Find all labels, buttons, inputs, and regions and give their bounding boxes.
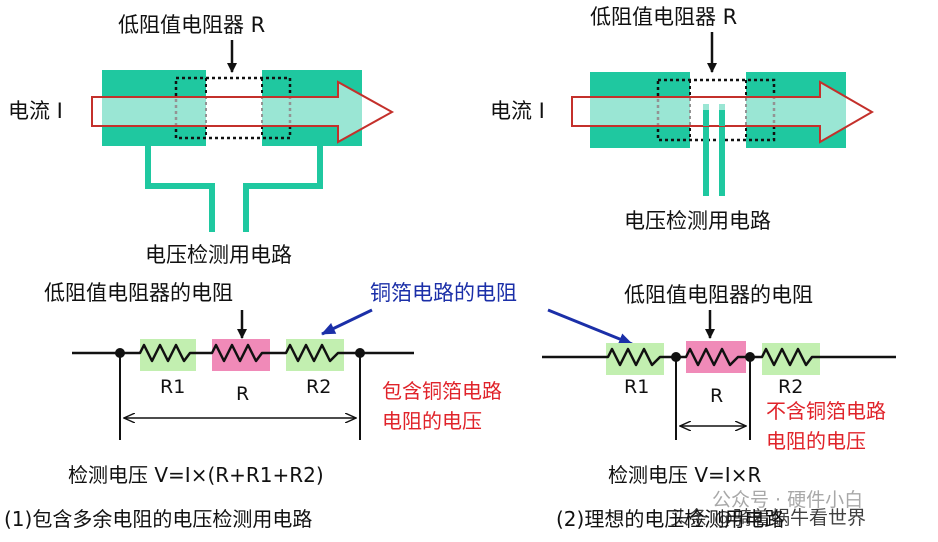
left-note-line1: 包含铜箔电路 <box>382 379 502 403</box>
right-r1-label: R1 <box>624 376 649 398</box>
left-detect-circuit-label: 电压检测用电路 <box>145 243 292 267</box>
left-r2-label: R2 <box>306 376 331 398</box>
right-note-line1: 不含铜箔电路 <box>766 399 886 423</box>
right-caption: (2)理想的电压检测用电路 <box>556 507 784 531</box>
copper-arrow-right <box>547 308 633 346</box>
right-r-bg <box>686 341 746 373</box>
right-note-line2: 电阻的电压 <box>766 429 866 453</box>
right-resistor-chain <box>542 347 896 367</box>
right-current-label: 电流 I <box>490 99 545 123</box>
right-r1-bg <box>606 343 664 375</box>
left-trace-1 <box>145 146 215 232</box>
copper-arrow-left <box>321 308 373 336</box>
left-trace-2 <box>243 146 323 232</box>
left-lower-circuit: 低阻值电阻器的电阻 R1 R R2 包含铜箔电路 电阻的电压 检测电压 V=I×… <box>4 281 502 531</box>
left-top-diagram: 低阻值电阻器 R 电流 I 电压检测用电路 <box>8 13 395 267</box>
right-r2-label: R2 <box>778 376 803 398</box>
copper-resistance-callout: 铜箔电路的电阻 <box>321 281 633 346</box>
copper-resistance-label: 铜箔电路的电阻 <box>370 281 517 305</box>
right-top-diagram: 低阻值电阻器 R 电流 I 电压检测用电路 <box>490 5 875 233</box>
left-top-resistor-label: 低阻值电阻器 R <box>118 13 265 37</box>
left-formula: 检测电压 V=I×(R+R1+R2) <box>68 463 324 487</box>
left-r1-label: R1 <box>160 376 185 398</box>
right-formula: 检测电压 V=I×R <box>608 463 761 487</box>
right-detect-circuit-label: 电压检测用电路 <box>624 209 771 233</box>
left-r-label: R <box>236 383 249 405</box>
right-top-resistor-label: 低阻值电阻器 R <box>590 5 737 29</box>
left-resistor-chain <box>72 343 414 363</box>
left-current-arrow <box>91 80 395 144</box>
right-lower-resistor-label: 低阻值电阻器的电阻 <box>624 283 813 307</box>
watermark: 头条 @骑着蜗牛看世界 <box>670 507 866 529</box>
left-note-line2: 电阻的电压 <box>382 409 482 433</box>
left-caption: (1)包含多余电阻的电压检测用电路 <box>4 507 312 531</box>
right-lower-circuit: 低阻值电阻器的电阻 R1 R R2 不含铜箔电路 电阻的电压 检测电压 V=I×… <box>542 283 896 531</box>
right-r-label: R <box>710 385 723 407</box>
left-lower-resistor-label: 低阻值电阻器的电阻 <box>44 281 233 305</box>
left-current-label: 电流 I <box>8 99 63 123</box>
watermark-secondary: 公众号 · 硬件小白 <box>712 489 863 511</box>
